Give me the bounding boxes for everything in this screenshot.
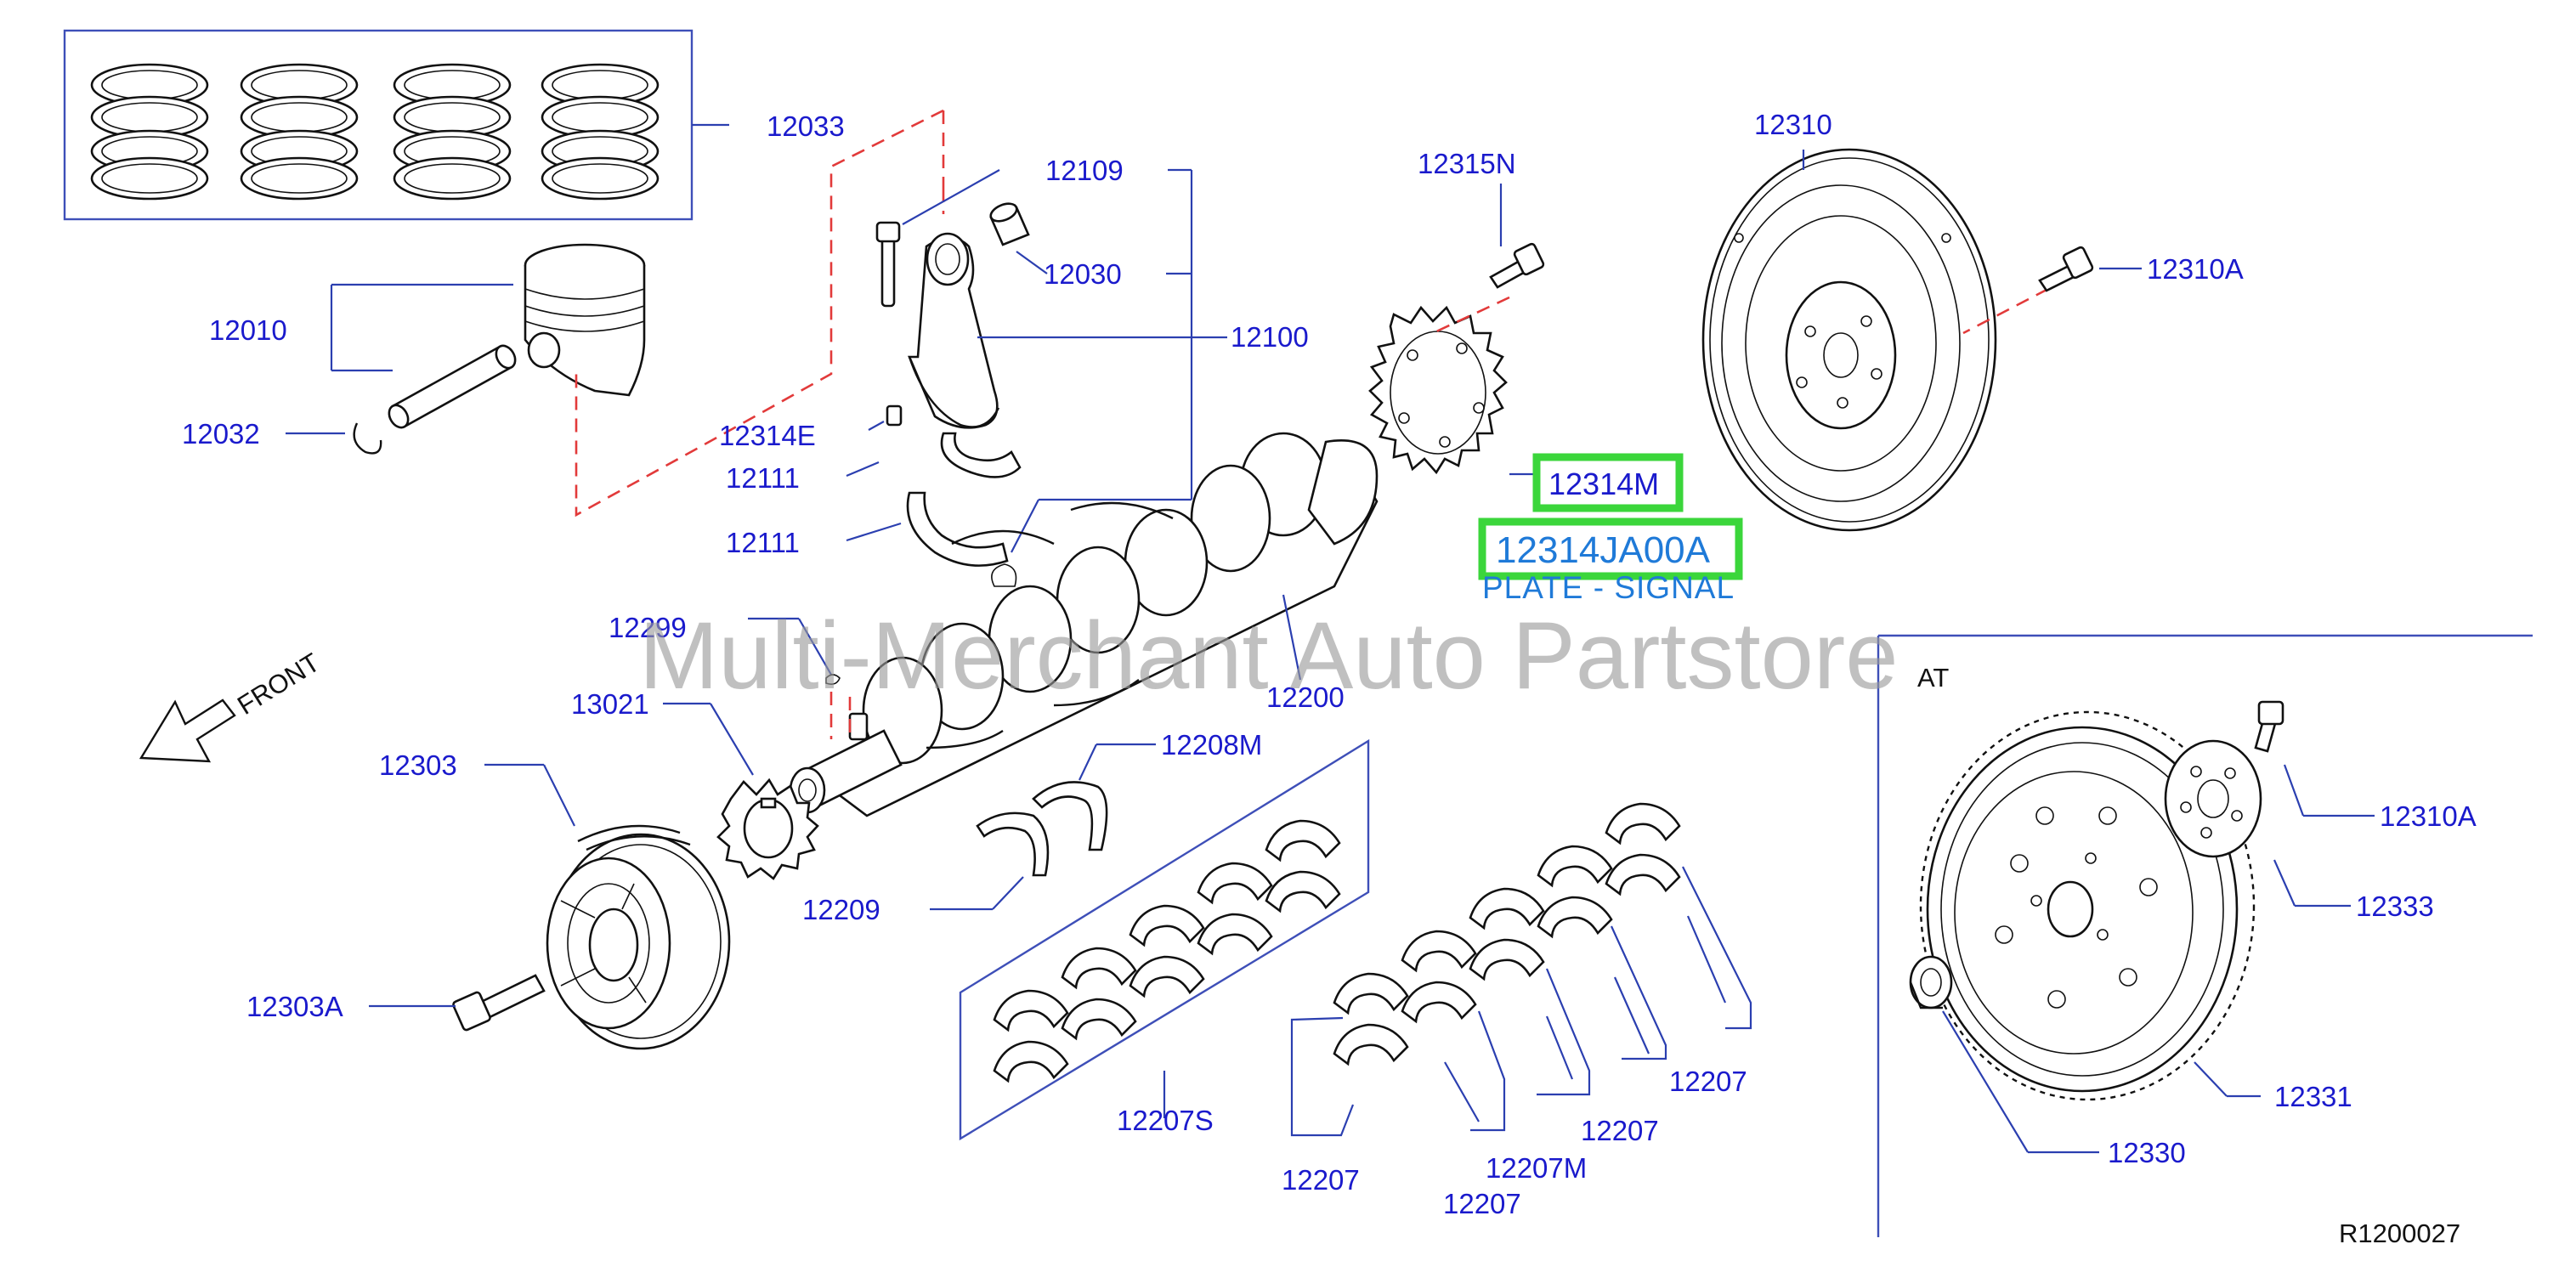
label-12207S[interactable]: 12207S — [1117, 1105, 1214, 1136]
rod-bolt — [875, 221, 901, 308]
front-label: FRONT — [232, 647, 325, 721]
ring-stack-4 — [541, 63, 660, 201]
connecting-rod — [908, 232, 1000, 429]
label-12303A[interactable]: 12303A — [246, 991, 343, 1022]
main-bearing-set — [959, 738, 1370, 1141]
highlight-callout: 12314M 12314JA00A PLATE - SIGNAL — [1478, 453, 1743, 605]
crank-sprocket — [716, 778, 819, 880]
at-label: AT — [1917, 663, 1949, 693]
label-12330[interactable]: 12330 — [2108, 1137, 2186, 1168]
drive-plate — [1919, 710, 2256, 1101]
signal-plate — [1368, 305, 1508, 475]
label-12333[interactable]: 12333 — [2356, 891, 2434, 922]
pilot-bushing — [1909, 955, 1953, 1009]
label-12207M[interactable]: 12207M — [1486, 1152, 1587, 1184]
highlight-description: PLATE - SIGNAL — [1482, 570, 1735, 605]
at-section — [1877, 634, 2533, 1237]
piston — [524, 243, 646, 397]
crank-pulley — [546, 824, 731, 1050]
label-12111-upper[interactable]: 12111 — [726, 462, 800, 494]
label-13021[interactable]: 13021 — [571, 688, 649, 720]
part-labels: 12033 12109 12030 12100 12010 12032 1231… — [182, 109, 2477, 1219]
label-12303[interactable]: 12303 — [379, 749, 457, 781]
label-12314E[interactable]: 12314E — [719, 420, 816, 451]
label-12315N[interactable]: 12315N — [1418, 148, 1516, 179]
pulley-bolt — [452, 974, 546, 1032]
drive-plate-bolt — [2254, 700, 2284, 753]
ring-stack-2 — [240, 63, 359, 201]
front-arrow-icon — [139, 698, 236, 763]
reinforcement-plate — [2164, 739, 2262, 858]
crankshaft — [789, 432, 1379, 817]
label-12299[interactable]: 12299 — [609, 612, 687, 643]
label-12033[interactable]: 12033 — [767, 110, 845, 142]
label-12208M[interactable]: 12208M — [1161, 729, 1262, 761]
ring-stack-1 — [90, 63, 209, 201]
label-12010[interactable]: 12010 — [209, 314, 287, 346]
plate-bolt — [1489, 242, 1545, 289]
label-12109[interactable]: 12109 — [1045, 155, 1124, 186]
bearing-shell-row-upper — [993, 819, 1341, 1032]
label-12032[interactable]: 12032 — [182, 418, 260, 450]
label-12030[interactable]: 12030 — [1044, 258, 1122, 290]
label-12310[interactable]: 12310 — [1754, 109, 1832, 140]
label-12207-b[interactable]: 12207 — [1581, 1115, 1659, 1146]
flywheel-bolt — [2038, 246, 2094, 292]
label-12207-d[interactable]: 12207 — [1443, 1188, 1521, 1219]
label-12310A-at[interactable]: 12310A — [2380, 800, 2477, 832]
piston-pin — [388, 344, 517, 429]
label-12111-lower[interactable]: 12111 — [726, 527, 800, 558]
thrust-washer-lower — [976, 811, 1050, 877]
label-12207-a[interactable]: 12207 — [1669, 1066, 1747, 1097]
snap-ring — [353, 422, 382, 455]
label-12100[interactable]: 12100 — [1231, 321, 1309, 353]
rod-nut — [886, 404, 903, 427]
highlight-part-number[interactable]: 12314JA00A — [1496, 529, 1711, 571]
label-12207-c[interactable]: 12207 — [1282, 1164, 1360, 1196]
watermark: Multi-Merchant Auto Partstore — [639, 602, 1898, 709]
flywheel — [1701, 148, 1997, 532]
reference-code: R1200027 — [2339, 1219, 2460, 1248]
rod-bearing-upper — [940, 432, 1022, 478]
label-12310A[interactable]: 12310A — [2147, 253, 2244, 285]
thrust-washer-upper — [1032, 781, 1108, 851]
main-bearing-shells — [1333, 802, 1681, 1066]
highlight-code[interactable]: 12314M — [1548, 467, 1659, 501]
piston-ring-set — [63, 29, 729, 221]
label-12209[interactable]: 12209 — [802, 894, 880, 925]
label-12331[interactable]: 12331 — [2274, 1081, 2352, 1112]
bearing-shell-row-lower — [993, 870, 1341, 1083]
ring-stack-3 — [393, 63, 512, 201]
rod-bearing-lower — [906, 491, 1009, 567]
rod-bushing — [989, 202, 1030, 246]
label-12200[interactable]: 12200 — [1266, 681, 1345, 713]
